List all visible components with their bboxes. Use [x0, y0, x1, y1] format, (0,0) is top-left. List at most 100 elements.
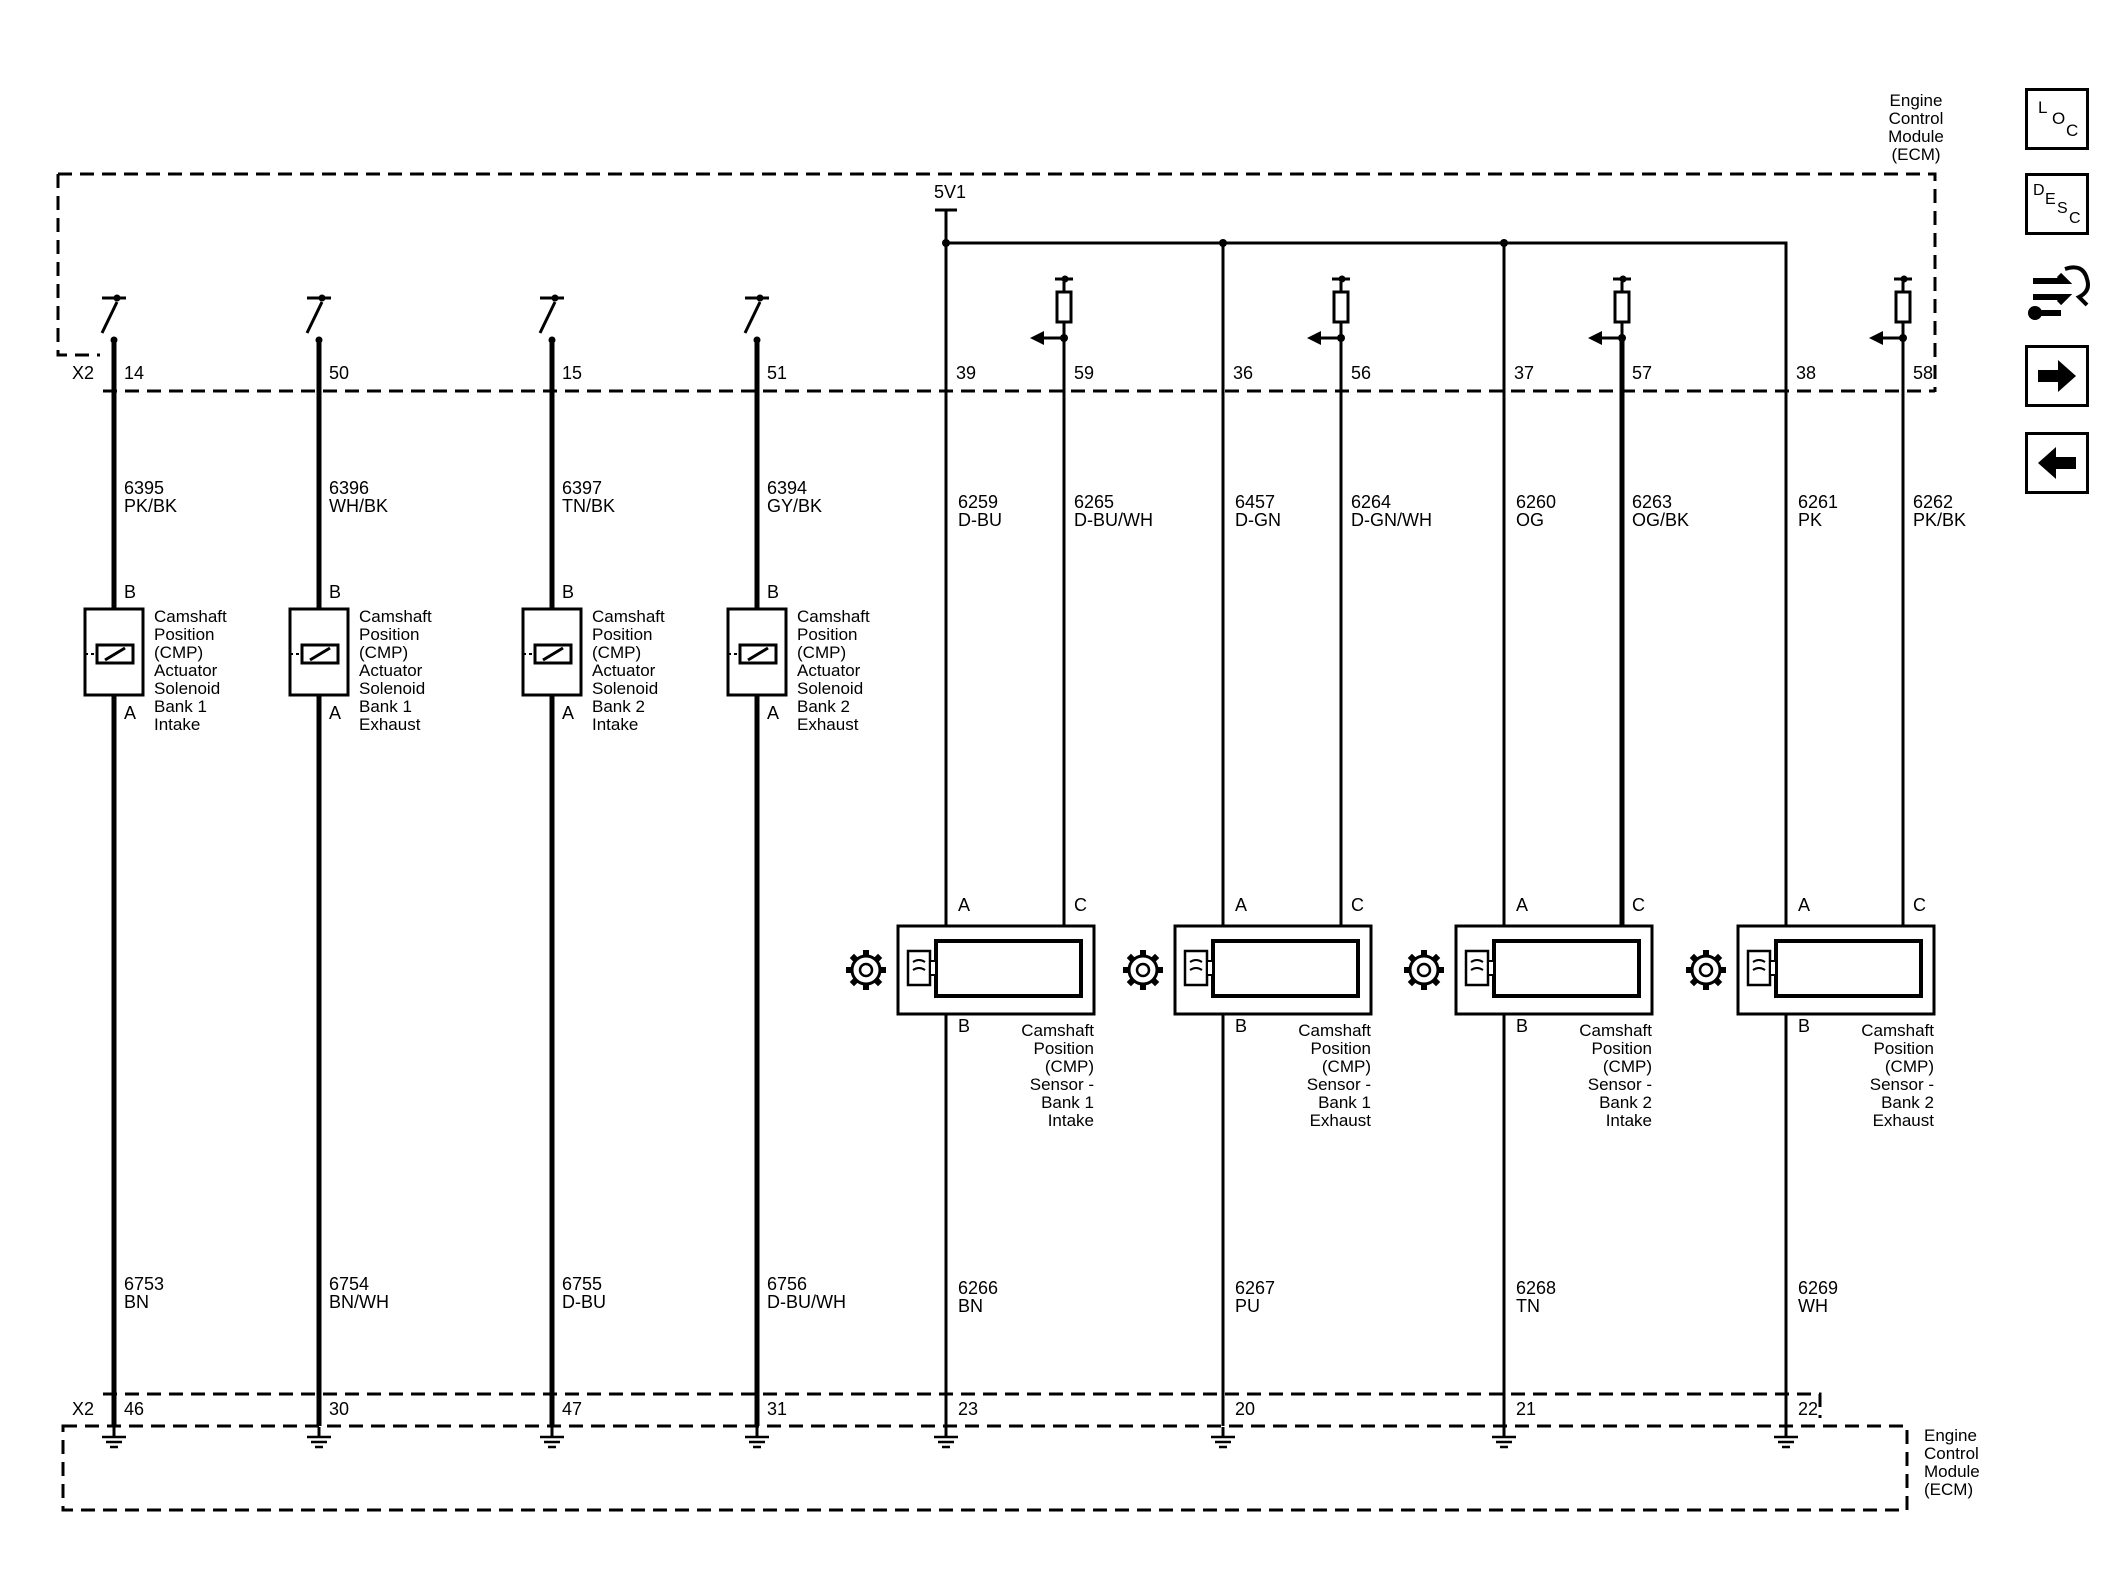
- svg-text:Solenoid: Solenoid: [359, 679, 425, 698]
- wire-color: PK/BK: [124, 496, 177, 516]
- svg-text:Actuator: Actuator: [797, 661, 861, 680]
- pin-number: 31: [767, 1399, 787, 1419]
- circuit-number: 6397: [562, 478, 602, 498]
- 5v1-bus: [946, 241, 1788, 1426]
- circuit-number: 6260: [1516, 492, 1556, 512]
- wire-color: PU: [1235, 1296, 1260, 1316]
- svg-text:Solenoid: Solenoid: [797, 679, 863, 698]
- pin-letter: B: [767, 582, 779, 602]
- ground-icon: [307, 1427, 331, 1449]
- pin-letter: B: [1516, 1016, 1528, 1036]
- driver-switch-icon: [305, 294, 331, 344]
- ecm-top-boundary: [58, 172, 1937, 392]
- svg-text:Control: Control: [1924, 1444, 1979, 1463]
- svg-text:Bank 2: Bank 2: [1599, 1093, 1652, 1112]
- connector-wrench-icon[interactable]: [2025, 255, 2093, 327]
- circuit-number: 6756: [767, 1274, 807, 1294]
- circuit-number: 6262: [1913, 492, 1953, 512]
- arrow-right-icon: [2038, 360, 2076, 392]
- svg-text:Bank 2: Bank 2: [592, 697, 645, 716]
- arrow-left-icon: [2038, 447, 2076, 479]
- wire-color: D-BU/WH: [1074, 510, 1153, 530]
- svg-text:Camshaft: Camshaft: [592, 607, 665, 626]
- svg-text:(CMP): (CMP): [592, 643, 641, 662]
- pin-letter: A: [1798, 895, 1810, 915]
- svg-text:Intake: Intake: [592, 715, 638, 734]
- wire-color: BN: [124, 1292, 149, 1312]
- svg-text:Camshaft: Camshaft: [359, 607, 432, 626]
- pin-letter: C: [1632, 895, 1645, 915]
- loc-button[interactable]: L O C: [2025, 88, 2089, 150]
- cmp-sensor-icon: [1454, 924, 1654, 1016]
- pin-letter: B: [329, 582, 341, 602]
- pin-letter: B: [1235, 1016, 1247, 1036]
- svg-text:Bank 2: Bank 2: [797, 697, 850, 716]
- svg-text:Actuator: Actuator: [592, 661, 656, 680]
- svg-text:(ECM): (ECM): [1924, 1480, 1973, 1499]
- pin-number: 22: [1798, 1399, 1818, 1419]
- ground-icon: [1211, 1427, 1235, 1449]
- svg-text:Intake: Intake: [154, 715, 200, 734]
- cmp-sensor-icon: [1173, 924, 1373, 1016]
- svg-text:L: L: [2038, 98, 2047, 117]
- pin-letter: A: [1516, 895, 1528, 915]
- pin-number: 56: [1351, 363, 1371, 383]
- connector-x2-top: X2: [72, 363, 94, 383]
- solenoid-icon: [288, 607, 350, 697]
- circuit-number: 6265: [1074, 492, 1114, 512]
- desc-button[interactable]: D E S C: [2025, 173, 2089, 235]
- svg-text:O: O: [2052, 109, 2065, 128]
- svg-text:Camshaft: Camshaft: [797, 607, 870, 626]
- svg-text:(CMP): (CMP): [1603, 1057, 1652, 1076]
- wire-color: WH/BK: [329, 496, 388, 516]
- svg-text:Exhaust: Exhaust: [797, 715, 859, 734]
- svg-text:Bank 1: Bank 1: [154, 697, 207, 716]
- pin-number: 58: [1913, 363, 1933, 383]
- cmp-sensor-icon: [896, 924, 1096, 1016]
- circuit-number: 6268: [1516, 1278, 1556, 1298]
- gear-icon: [1123, 950, 1163, 990]
- pin-number: 51: [767, 363, 787, 383]
- wire-color: BN/WH: [329, 1292, 389, 1312]
- wire-color: PK: [1798, 510, 1822, 530]
- pin-letter: B: [562, 582, 574, 602]
- svg-text:Position: Position: [592, 625, 652, 644]
- circuit-number: 6457: [1235, 492, 1275, 512]
- pin-letter: A: [124, 703, 136, 723]
- svg-text:Solenoid: Solenoid: [154, 679, 220, 698]
- wire-color: BN: [958, 1296, 983, 1316]
- circuit-number: 6264: [1351, 492, 1391, 512]
- svg-text:Engine: Engine: [1924, 1426, 1977, 1445]
- svg-text:D: D: [2033, 182, 2045, 199]
- svg-text:(CMP): (CMP): [154, 643, 203, 662]
- wire-color: TN/BK: [562, 496, 615, 516]
- svg-text:Bank 2: Bank 2: [1881, 1093, 1934, 1112]
- pin-number: 47: [562, 1399, 582, 1419]
- next-button[interactable]: [2025, 345, 2089, 407]
- pin-number: 20: [1235, 1399, 1255, 1419]
- circuit-number: 6269: [1798, 1278, 1838, 1298]
- solenoid-icon: [83, 607, 145, 697]
- pullup-resistor-icon: [1030, 275, 1073, 345]
- solenoid-name: CamshaftPosition(CMP)ActuatorSolenoidBan…: [359, 607, 432, 734]
- ecm-label-bottom: Engine Control Module (ECM): [1924, 1426, 1980, 1499]
- svg-text:Camshaft: Camshaft: [1861, 1021, 1934, 1040]
- driver-switch-icon: [100, 294, 126, 344]
- wire-color: WH: [1798, 1296, 1828, 1316]
- circuit-number: 6753: [124, 1274, 164, 1294]
- svg-text:Actuator: Actuator: [359, 661, 423, 680]
- pin-letter: A: [1235, 895, 1247, 915]
- solenoid-name: CamshaftPosition(CMP)ActuatorSolenoidBan…: [592, 607, 665, 734]
- pin-number: 38: [1796, 363, 1816, 383]
- ground-icon: [102, 1427, 126, 1449]
- wire-color: D-BU: [958, 510, 1002, 530]
- solenoid-name: CamshaftPosition(CMP)ActuatorSolenoidBan…: [797, 607, 870, 734]
- wire-color: OG: [1516, 510, 1544, 530]
- prev-button[interactable]: [2025, 432, 2089, 494]
- ground-icon: [745, 1427, 769, 1449]
- svg-text:Sensor -: Sensor -: [1030, 1075, 1094, 1094]
